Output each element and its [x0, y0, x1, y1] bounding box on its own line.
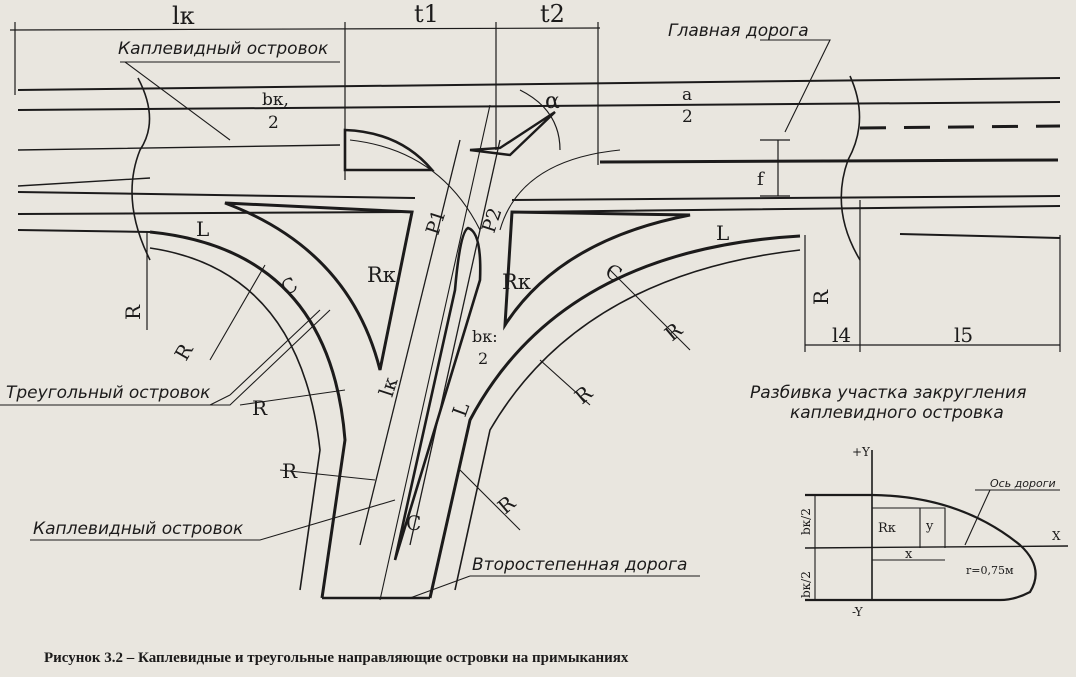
inset-island-outline: [805, 493, 1037, 602]
curb-curve-right-outer: [428, 234, 801, 599]
label-drop-island-top: Каплевидный островок: [118, 39, 329, 59]
label-R-vert-left: R: [121, 304, 145, 320]
label-secondary-road: Второстепенная дорога: [472, 555, 687, 575]
main-road-centre-dashed: [859, 124, 1061, 130]
radius-leaders: [209, 264, 691, 531]
label-a2-num: a: [682, 85, 692, 105]
label-a2-den: 2: [682, 107, 693, 127]
arc-rk-left: [349, 139, 481, 231]
inset-bk2-bottom: bк/2: [799, 571, 813, 598]
label-R6: R: [493, 490, 521, 519]
leader-triangle: [0, 309, 331, 406]
inset-rk: Rк: [878, 521, 896, 536]
dim-f: [760, 139, 790, 197]
inset-x-axis-label: X: [1052, 529, 1061, 543]
leader-secondary: [409, 575, 700, 599]
inset-y-box: [872, 507, 946, 548]
label-C-bottom: C: [406, 511, 421, 535]
axis-center: [379, 104, 491, 601]
label-bk2-mid-num: bк:: [472, 327, 498, 346]
triangle-island-right: [503, 210, 691, 331]
label-rk-left: Rк: [367, 263, 396, 287]
label-bk2-num: bк,: [262, 90, 289, 110]
label-p2: P2: [478, 205, 507, 235]
axis-p1: [359, 139, 461, 546]
leader-drop-top: [120, 61, 340, 141]
drop-island-main: [343, 128, 435, 172]
inset-road-axis: Ось дороги: [990, 477, 1056, 490]
curb-curve-left-inner: [149, 247, 321, 591]
inset-minus-y: -Y: [852, 605, 864, 619]
label-drop-island-bottom: Каплевидный островок: [33, 519, 244, 539]
label-R-vert-right: R: [809, 289, 833, 305]
inset-x-axis: [804, 545, 1069, 549]
taper-line-left: [17, 144, 341, 187]
main-road-bottom-edge-right: [511, 195, 1061, 201]
main-road-right-lane: [899, 233, 1061, 239]
label-R5: R: [570, 380, 598, 409]
label-t1: t1: [414, 0, 439, 28]
label-L-left: L: [196, 217, 209, 241]
label-main-road: Главная дорога: [668, 21, 809, 41]
label-f: f: [757, 169, 765, 190]
inset-y: y: [925, 519, 934, 534]
label-L-right: L: [716, 221, 729, 245]
curb-curve-left-outer: [149, 230, 347, 599]
label-p1: P1: [422, 207, 451, 237]
alpha-arc: [519, 89, 561, 151]
label-lk-diag: lк: [374, 374, 403, 400]
inset-road-axis-leader: [964, 489, 1060, 546]
leader-drop-bottom: [30, 499, 396, 541]
triangle-island-left: [224, 201, 414, 371]
dim-line-top: [9, 27, 601, 31]
label-alpha: α: [545, 89, 560, 114]
drop-island-vertical: [393, 226, 482, 561]
break-mark-right: [840, 75, 861, 261]
break-mark-left: [131, 77, 151, 261]
figure-caption: Рисунок 3.2 – Каплевидные и треугольные …: [44, 650, 629, 666]
label-R2: R: [252, 396, 268, 420]
label-C-left: C: [277, 272, 302, 300]
inset-r: r=0,75м: [966, 564, 1014, 577]
label-lk-top: lк: [172, 2, 195, 30]
axis-p2: [409, 139, 501, 546]
leader-main-road: [760, 39, 831, 133]
main-road-lower-lane: [17, 229, 151, 233]
label-l4: l4: [832, 323, 851, 347]
label-bk2-den: 2: [268, 113, 279, 133]
diagram-labels: lк t1 t2 Главная дорога Каплевидный остр…: [6, 0, 1061, 619]
label-t2: t2: [540, 0, 565, 28]
inset-title-1: Разбивка участка закругления: [750, 383, 1026, 403]
inset-bk2-top: bк/2: [799, 508, 813, 535]
label-R1: R: [170, 339, 199, 365]
island-wedge: [469, 110, 556, 157]
label-L-mid: L: [447, 399, 474, 420]
label-rk-right: Rк: [502, 270, 531, 294]
main-road-lower-edge: [17, 205, 1061, 215]
curb-curve-right-inner: [454, 249, 801, 591]
inset-x: x: [905, 547, 913, 562]
label-R4: R: [660, 317, 688, 346]
inset-title-2: каплевидного островка: [790, 403, 1004, 423]
main-road-lane-line: [17, 101, 1061, 111]
main-road-bottom-edge-left: [17, 191, 416, 199]
label-bk2-mid-den: 2: [478, 349, 488, 368]
label-R3: R: [282, 459, 298, 483]
label-triangle-island: Треугольный островок: [6, 383, 211, 403]
label-l5: l5: [954, 323, 973, 347]
main-road-median: [599, 158, 1059, 164]
inset-plus-y: +Y: [852, 445, 871, 459]
main-road-top-edge: [17, 77, 1061, 91]
